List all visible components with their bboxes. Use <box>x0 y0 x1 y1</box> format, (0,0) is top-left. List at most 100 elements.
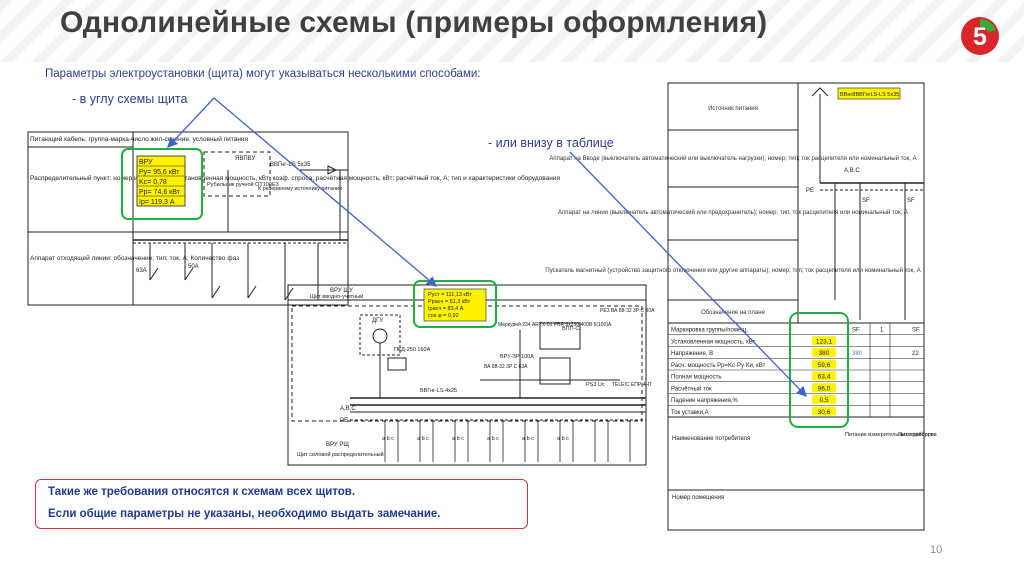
scheme1-params-table: ВРУ Pу= 95,6 кВт Kс= 0,78 Pр= 74,6 кВт I… <box>136 155 186 207</box>
scheme2-param-3: cos φ = 0,92 <box>428 313 459 319</box>
table-value-highlight <box>812 406 836 416</box>
scheme2-ps: PS3 Uс <box>586 382 605 388</box>
note-line-1: Такие же требования относятся к схемам в… <box>48 486 356 498</box>
scheme2-gen: ДГУ <box>372 318 383 324</box>
scheme1-switch: Рубильник ручной ОТ100Е3 <box>207 181 279 188</box>
scheme1-yavp: ЯВПВУ <box>235 156 255 162</box>
note-line-2: Если общие параметры не указаны, необход… <box>48 508 441 520</box>
scheme3-row-2: Аппарат на линии (выключатель автоматиче… <box>558 209 908 216</box>
arrow-to-middle-params <box>213 97 437 287</box>
table-value-highlight <box>812 336 836 345</box>
scheme2-bus-pe: PE <box>340 418 348 424</box>
scheme3-row-4: Обозначение на плане <box>701 310 765 316</box>
scheme1-param-0: ВРУ <box>139 159 153 166</box>
table-row-label: Установленная мощность, кВт <box>671 339 756 345</box>
scheme1-breaker-2: 50А <box>188 264 199 270</box>
scheme1-param-2: Kс= 0,78 <box>139 179 167 186</box>
scheme2-vrp: ВРУ-ЗР 100А <box>500 354 534 360</box>
scheme2-bus-phases: A,B,C <box>340 406 356 412</box>
table-row-cell: SF <box>912 328 920 334</box>
table-row-label: Полная мощность <box>671 375 722 381</box>
scheme2-param-1: Pрасч = 51,3 кВт <box>428 299 471 305</box>
scheme1-highlight-box <box>121 148 203 220</box>
scheme1-row-point: Распределительный пункт: номер и шифр щи… <box>30 174 561 182</box>
scheme2-meter: Меркурий 234 ARTX-01 PBR 3х230/400В 5(10… <box>498 321 612 328</box>
table-row-value: 30,6 <box>818 409 831 416</box>
scheme3-source: ВВнг8ВВГнгLS-LS 5х35 <box>840 92 899 98</box>
scheme2-phase-group: a b c <box>382 436 394 442</box>
table-row-label: Напряжение, В <box>671 351 713 357</box>
table-row-value: 59,6 <box>818 362 831 369</box>
table-row-label: Падение напряжения,% <box>671 398 739 404</box>
scheme3-bus-pe: PE <box>806 188 814 194</box>
table-value-highlight <box>812 395 836 404</box>
table-row-label: Ток уставки,А <box>671 410 709 416</box>
scheme2-vpp: ВПП-С <box>562 326 579 332</box>
scheme3-row-0: Источник питания <box>708 106 758 112</box>
scheme3-highlight-box <box>789 312 849 428</box>
scheme2-breaker-va: ВА 88-32 3Р С 63А <box>484 364 528 370</box>
scheme1-row-cable: Питающий кабель: группа-марка-число жил-… <box>30 135 249 143</box>
scheme1-row-apparatus: Аппарат отходящей линии: обозначение; ти… <box>30 254 239 262</box>
scheme3-consumer-1: Питание измерительных приборов <box>845 432 934 438</box>
scheme1-cable: ВВГнг-LS 5х35 <box>270 162 311 168</box>
table-row-label: Расч. мощность Pр=Kc·Pу·Ки, кВт <box>671 363 766 369</box>
scheme2-phase-group: a b c <box>557 436 569 442</box>
table-row-cell: 380 <box>852 351 863 357</box>
scheme3-consumer-2: Пита-приборов <box>898 432 937 438</box>
table-row-value: 0,5 <box>819 397 828 404</box>
scheme2-header-left: ВРУ ЩУ <box>330 288 353 294</box>
scheme1-param-1: Pу= 95,6 кВт <box>139 169 180 176</box>
scheme1-breaker-1: 63А <box>136 268 147 274</box>
bullet-table: - или внизу в таблице <box>488 136 614 150</box>
scheme1-param-4: Iр= 119,3 А <box>139 199 175 206</box>
scheme2-params-box: Pуст = 111,13 кВт Pрасч = 51,3 кВт Iрасч… <box>423 288 487 322</box>
intro-text: Параметры электроустановки (щита) могут … <box>45 68 481 80</box>
scheme3-room-label: Номер помещения <box>672 495 724 501</box>
table-value-highlight <box>812 359 836 369</box>
scheme2-telecom: TELEIC ЕПР-4ЧТ <box>612 382 652 388</box>
scheme2-phase-group: a b c <box>417 436 429 442</box>
scheme3-params-table: Маркировка группы/помещ. SF 1 SF Установленн… <box>668 323 924 418</box>
scheme1-param-3: Pр= 74,6 кВт <box>139 189 181 196</box>
scheme2-phase-group: a b c <box>452 436 464 442</box>
scheme2-isolator: РЕЗ ВА 88-32 3Р С 80А <box>600 308 655 314</box>
table-row-value: 380 <box>819 350 830 357</box>
scheme3-sf-1: SF <box>862 198 870 204</box>
scheme2-footer2: Щит силовой распределительный <box>297 451 384 458</box>
table-row-label: Маркировка группы/помещ. <box>671 328 748 334</box>
scheme2-param-2: Iрасч = 83,4 А <box>428 306 464 312</box>
scheme3-bus-phases: A,B,C <box>844 168 860 174</box>
scheme3-sf-2: SF <box>907 198 915 204</box>
bullet-corner: - в углу схемы щита <box>72 92 188 106</box>
scheme3-consumer-label: Наименование потребителя <box>672 436 750 442</box>
table-row-cell: SF <box>852 328 860 334</box>
table-row-value: 96,0 <box>818 385 831 392</box>
table-row-value: 63,4 <box>818 374 831 381</box>
scheme3-row-1: Аппарат на Вводе (выключатель автоматиче… <box>549 155 916 162</box>
scheme2-phase-group: a b c <box>487 436 499 442</box>
scheme2-phase-group: a b c <box>522 436 534 442</box>
table-row-cell: 22 <box>912 351 919 357</box>
table-row-cell: 1 <box>880 328 884 334</box>
scheme2-highlight-box <box>413 280 497 328</box>
scheme2-pkd: ПКД-250 160А <box>394 347 431 353</box>
arrow-to-table-params <box>569 151 807 397</box>
title-background <box>0 0 1024 62</box>
table-value-highlight <box>812 371 836 381</box>
scheme3-row-3: Пускатель магнитный (устройство защитног… <box>545 267 920 274</box>
scheme1-reserve: К резервному источнику питания <box>258 186 342 192</box>
table-value-highlight <box>812 348 836 357</box>
scheme2-footer1: ВРУ РЩ <box>326 442 349 448</box>
page-number: 10 <box>930 544 943 556</box>
logo-text: 5 <box>973 23 987 51</box>
pyaterochka-logo-icon: 5 <box>961 17 999 55</box>
page-title: Однолинейные схемы (примеры оформления) <box>60 6 768 39</box>
table-value-highlight <box>812 383 836 392</box>
scheme2-header-left2: Щит вводно-учетный <box>310 293 363 300</box>
requirements-note: Такие же требования относятся к схемам в… <box>35 479 528 529</box>
table-row-label: Расчётный ток <box>671 385 712 392</box>
